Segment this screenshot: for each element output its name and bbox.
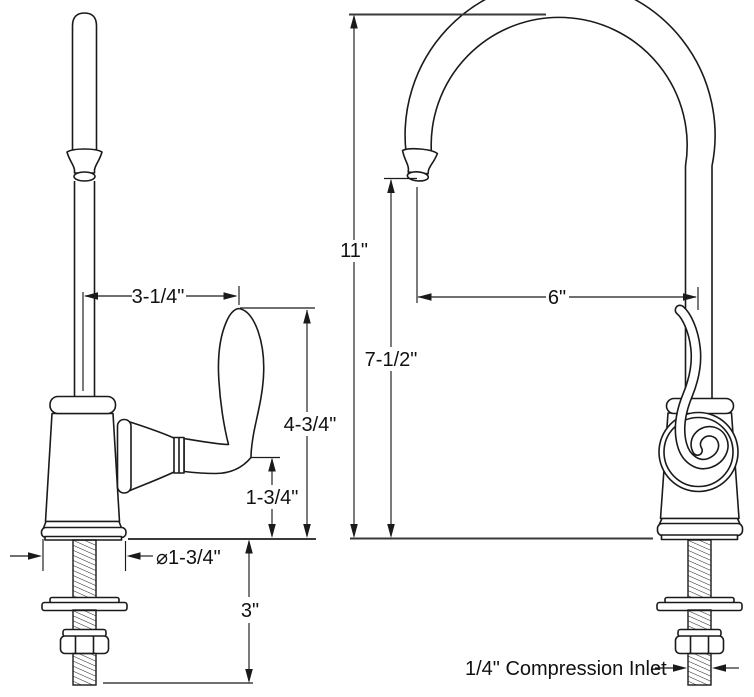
side-handle-lever	[183, 307, 265, 475]
dim-spout-reach: 6"	[416, 187, 699, 310]
inlet-note-label: 1/4" Compression Inlet	[465, 658, 667, 680]
inlet-callout: 1/4" Compression Inlet	[465, 658, 739, 680]
dim-overall-height: 11"	[340, 13, 546, 538]
front-spout-outlet	[399, 146, 439, 184]
dim-base-diameter: ⌀1-3/4"	[10, 539, 221, 571]
front-handle-lever	[674, 304, 729, 470]
dim-label-shank-length: 3"	[241, 600, 259, 622]
side-spout-tube-lower	[73, 181, 96, 397]
side-body	[44, 412, 121, 523]
front-mounting-shank	[656, 539, 743, 686]
side-body-cap	[49, 395, 117, 415]
front-base-bead	[656, 522, 744, 537]
front-gooseneck-spout	[404, 0, 716, 400]
dim-handle-height: 4-3/4"	[240, 307, 337, 538]
dim-label-spout-reach: 6"	[548, 287, 566, 309]
dimension-annotations: 3-1/4" 4-3/4" 1-3/4" ⌀	[10, 13, 739, 684]
side-spout-tube-upper	[71, 12, 98, 151]
side-view	[40, 12, 265, 686]
dim-outlet-height: 7-1/2"	[365, 177, 418, 538]
front-body-cap	[665, 397, 735, 415]
front-base-plate	[660, 534, 739, 541]
dim-label-base-diameter: ⌀1-3/4"	[156, 547, 221, 569]
dim-label-hub-height: 1-3/4"	[246, 487, 299, 509]
side-hub-bell	[129, 421, 176, 492]
front-view	[399, 0, 744, 686]
dim-label-outlet-height: 7-1/2"	[365, 349, 418, 371]
dim-shank-length: 3"	[103, 539, 259, 684]
side-spout-outlet	[66, 148, 103, 182]
dim-hub-height: 1-3/4"	[246, 456, 299, 538]
dim-label-overall-height: 11"	[340, 240, 368, 262]
dim-label-handle-height: 4-3/4"	[284, 414, 337, 436]
side-escutcheon	[116, 418, 132, 494]
dim-label-handle-offset: 3-1/4"	[132, 286, 185, 308]
side-mounting-shank	[41, 539, 128, 686]
dim-handle-offset: 3-1/4"	[82, 286, 240, 391]
